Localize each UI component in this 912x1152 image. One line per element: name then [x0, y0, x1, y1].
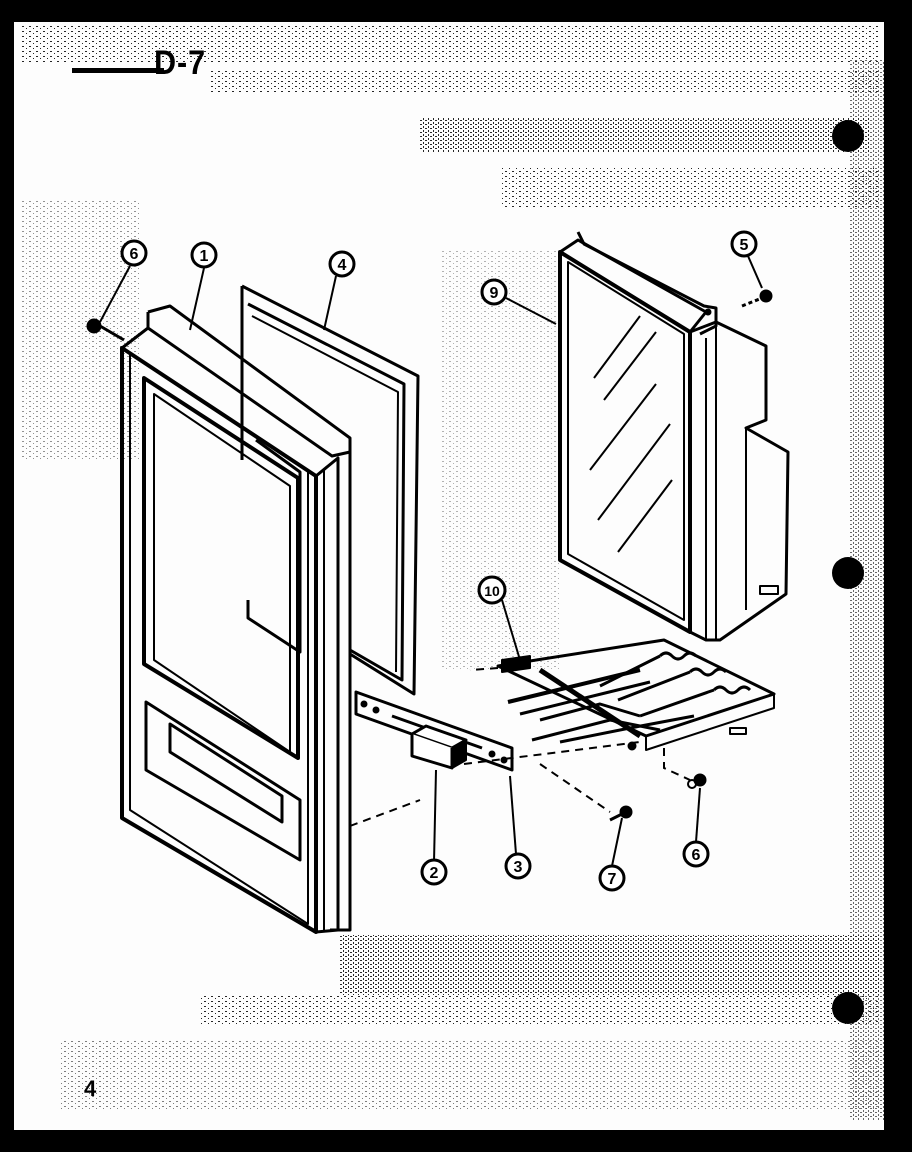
part-callout-7: 7: [598, 864, 626, 892]
part-callout-1: 1: [190, 241, 218, 269]
screw-part-6-right: [687, 773, 707, 789]
part-callout-10: 10: [477, 575, 507, 605]
page-number: 4: [84, 1076, 97, 1101]
svg-text:10: 10: [484, 583, 500, 599]
part-callout-6-right: 6: [682, 840, 710, 868]
screw-part-6-left: [86, 318, 125, 342]
switch-part-2: [410, 724, 468, 770]
svg-text:3: 3: [514, 859, 523, 876]
latch-assembly-part-10: [496, 638, 776, 751]
leader-lines: [99, 255, 763, 867]
assembly-lines: [349, 667, 691, 827]
svg-text:4: 4: [338, 257, 347, 274]
screw-part-7: [609, 805, 633, 822]
screw-part-5: [741, 289, 773, 308]
part-callout-5: 5: [730, 230, 758, 258]
part-callout-6-left: 6: [120, 239, 148, 267]
svg-text:2: 2: [430, 865, 439, 882]
page-title: D-7: [154, 44, 207, 82]
door-frame-part-1: [120, 304, 352, 934]
part-callout-2: 2: [420, 858, 448, 886]
svg-text:6: 6: [692, 847, 701, 864]
part-callout-4: 4: [328, 250, 356, 278]
svg-text:5: 5: [740, 237, 749, 254]
scan-noise: [20, 26, 884, 1120]
svg-text:1: 1: [200, 248, 209, 265]
window-panel-part-4: [240, 284, 420, 696]
inner-panel-part-9: [558, 231, 790, 642]
svg-text:6: 6: [130, 246, 139, 263]
svg-text:7: 7: [608, 871, 617, 888]
svg-text:9: 9: [490, 285, 499, 302]
part-callout-3: 3: [504, 852, 532, 880]
title-rule: [72, 68, 164, 73]
part-callout-9: 9: [480, 278, 508, 306]
binder-holes: [832, 120, 864, 1024]
